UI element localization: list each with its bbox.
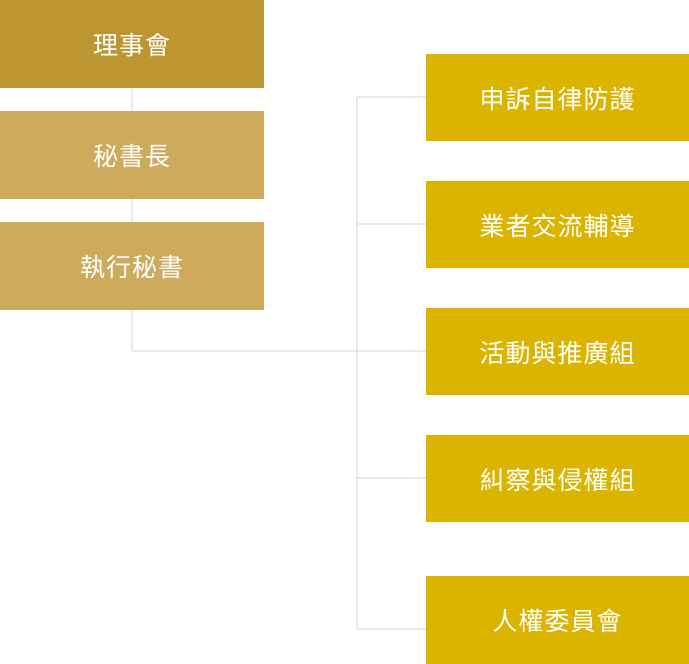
department-label: 業者交流輔導 — [479, 211, 636, 241]
department-label: 糾察與侵權組 — [479, 465, 636, 495]
department-box-2: 業者交流輔導 — [426, 181, 689, 268]
department-box-1: 申訴自律防護 — [426, 54, 689, 141]
department-box-4: 糾察與侵權組 — [426, 435, 689, 522]
department-box-3: 活動與推廣組 — [426, 308, 689, 395]
department-label: 人權委員會 — [492, 607, 623, 636]
chair-box: 理事會 — [0, 0, 264, 88]
chair-label: 理事會 — [92, 31, 171, 60]
executive-secretary-box: 執行秘書 — [0, 222, 264, 310]
department-label: 申訴自律防護 — [479, 84, 636, 114]
department-label: 活動與推廣組 — [479, 338, 636, 368]
executive-secretary-label: 執行秘書 — [79, 253, 184, 282]
secretary-general-box: 秘書長 — [0, 111, 264, 199]
department-box-5: 人權委員會 — [426, 576, 689, 664]
secretary-general-label: 秘書長 — [92, 142, 171, 171]
